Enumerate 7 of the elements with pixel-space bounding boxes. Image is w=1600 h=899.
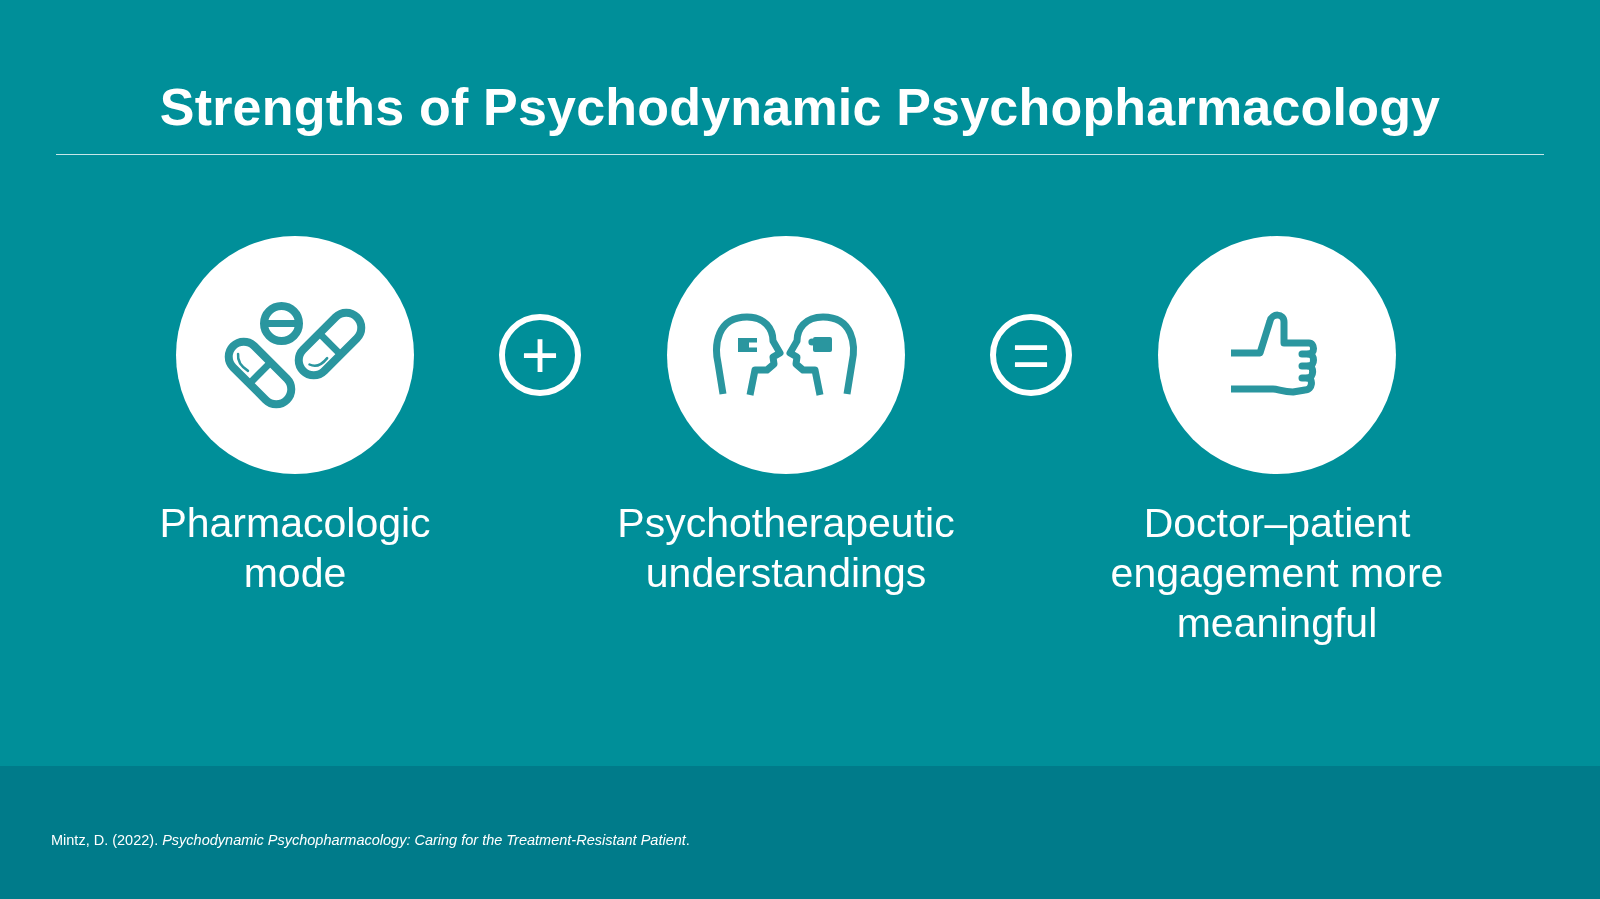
citation-text: Mintz, D. (2022). Psychodynamic Psychopharmacology: Caring for the Treatment-Resistant Patient. bbox=[51, 832, 690, 849]
node-caption: Psychotherapeutic understandings bbox=[616, 499, 956, 598]
node-caption: Pharmacologic mode bbox=[158, 499, 432, 598]
node-caption: Doctor–patient engagement more meaningful bbox=[1109, 499, 1445, 648]
equals-sign: = bbox=[990, 314, 1072, 396]
slide-title: Strengths of Psychodynamic Psychopharmacology bbox=[159, 77, 1441, 138]
plus-sign: + bbox=[499, 314, 581, 396]
